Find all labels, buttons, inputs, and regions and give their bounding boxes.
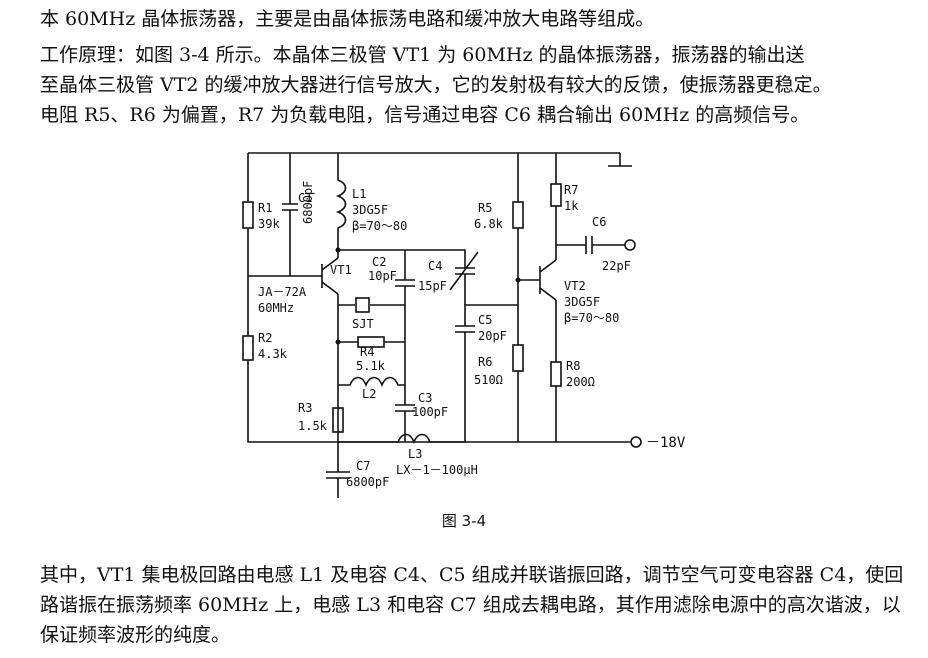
- c3-capacitor: [395, 305, 415, 442]
- r3-label: R3: [298, 401, 312, 415]
- r1-label: R1: [258, 201, 272, 215]
- c2-value: 10pF: [368, 269, 397, 283]
- principle-line-3: 电阻 R5、R6 为偏置，R7 为负载电阻，信号通过电容 C6 耦合输出 60M…: [40, 104, 810, 126]
- collector-node: [335, 247, 341, 253]
- r6-value: 510Ω: [474, 373, 503, 387]
- c4-value: 15pF: [418, 279, 447, 293]
- r4-label: R4: [360, 345, 374, 359]
- c4-label: C4: [428, 259, 442, 273]
- c7-capacitor: [326, 460, 350, 498]
- intro-paragraph: 本 60MHz 晶体振荡器，主要是由晶体振荡电路和缓冲放大电路等组成。: [40, 8, 655, 30]
- figure-caption: 图 3-4: [441, 512, 487, 530]
- r5-value: 6.8k: [474, 217, 504, 231]
- l1-inductor: [335, 153, 347, 258]
- emitter-node: [335, 339, 341, 345]
- c4-variable-capacitor: [449, 251, 479, 305]
- c6-value: 22pF: [602, 259, 631, 273]
- vt1-part: 3DG5F: [352, 203, 388, 217]
- r1-resistor: [242, 201, 254, 229]
- vt1-transistor: [321, 257, 339, 295]
- r3-resistor: [332, 407, 344, 433]
- vt2-beta: β=70～80: [564, 311, 619, 325]
- r7-c6-wire: [555, 153, 625, 260]
- r5-resistor: [512, 201, 524, 229]
- r8-resistor: [550, 361, 562, 387]
- r1-value: 39k: [258, 217, 280, 231]
- c1-label: C1: [298, 191, 312, 205]
- r5-label: R5: [478, 201, 492, 215]
- supply-voltage: －18V: [646, 435, 686, 451]
- l2-inductor: [338, 376, 405, 388]
- r6-label: R6: [478, 355, 492, 369]
- collector-wire: [338, 249, 466, 268]
- c7-value: 6800pF: [346, 475, 389, 489]
- principle-line-2: 至晶体三极管 VT2 的缓冲放大器进行信号放大，它的发射极有较大的反馈，使振荡器…: [40, 74, 832, 96]
- l3-inductor-rail: [337, 433, 630, 460]
- output-terminal: [624, 239, 636, 251]
- c5-value: 20pF: [478, 329, 507, 343]
- principle-line-1: 工作原理：如图 3-4 所示。本晶体三极管 VT1 为 60MHz 的晶体振荡器…: [40, 44, 805, 66]
- c5-capacitor: [455, 305, 475, 442]
- c2-label: C2: [372, 255, 386, 269]
- r2-label: R2: [258, 331, 272, 345]
- r7-resistor: [550, 183, 562, 207]
- r7-label: R7: [564, 183, 578, 197]
- c3-value: 100pF: [412, 405, 448, 419]
- c2-capacitor: [395, 250, 415, 305]
- vt2-label: VT2: [564, 279, 586, 293]
- r8-value: 200Ω: [566, 375, 595, 389]
- l3-label: L3: [408, 447, 422, 461]
- circuit-diagram: R1 39k C1 6800pF L1 3DG5F β=70～80 VT1 C2…: [242, 152, 686, 498]
- r2-resistor: [242, 335, 254, 361]
- crystal-sjt: [355, 297, 370, 313]
- c6-label: C6: [592, 215, 606, 229]
- c3-label: C3: [418, 391, 432, 405]
- vt2-part: 3DG5F: [564, 295, 600, 309]
- vt1-beta: β=70～80: [352, 219, 407, 233]
- explanation-paragraph: 其中，VT1 集电极回路由电感 L1 及电容 C4、C5 组成并联谐振回路，调节…: [40, 564, 904, 646]
- r2-value: 4.3k: [258, 347, 288, 361]
- r8-label: R8: [566, 359, 580, 373]
- crystal-label: SJT: [352, 317, 374, 331]
- r7-value: 1k: [564, 199, 579, 213]
- l2-label: L2: [362, 387, 376, 401]
- r3-value: 1.5k: [298, 419, 328, 433]
- l1-label: L1: [352, 187, 366, 201]
- r4-resistor: [357, 336, 385, 348]
- c5-label: C5: [478, 313, 492, 327]
- l3-value: LX－1－100μH: [396, 463, 478, 477]
- c1-capacitor: [282, 153, 298, 276]
- crystal-frequency: 60MHz: [258, 301, 294, 315]
- r6-resistor: [512, 344, 524, 372]
- c7-label: C7: [356, 459, 370, 473]
- principle-paragraph: 工作原理：如图 3-4 所示。本晶体三极管 VT1 为 60MHz 的晶体振荡器…: [40, 40, 910, 130]
- r4-value: 5.1k: [356, 359, 386, 373]
- supply-terminal: [630, 436, 642, 448]
- vt2-transistor: [518, 259, 557, 301]
- vt1-label: VT1: [330, 263, 352, 277]
- crystal-model: JA－72A: [258, 285, 307, 299]
- c1-value: 6800pF: [301, 181, 315, 224]
